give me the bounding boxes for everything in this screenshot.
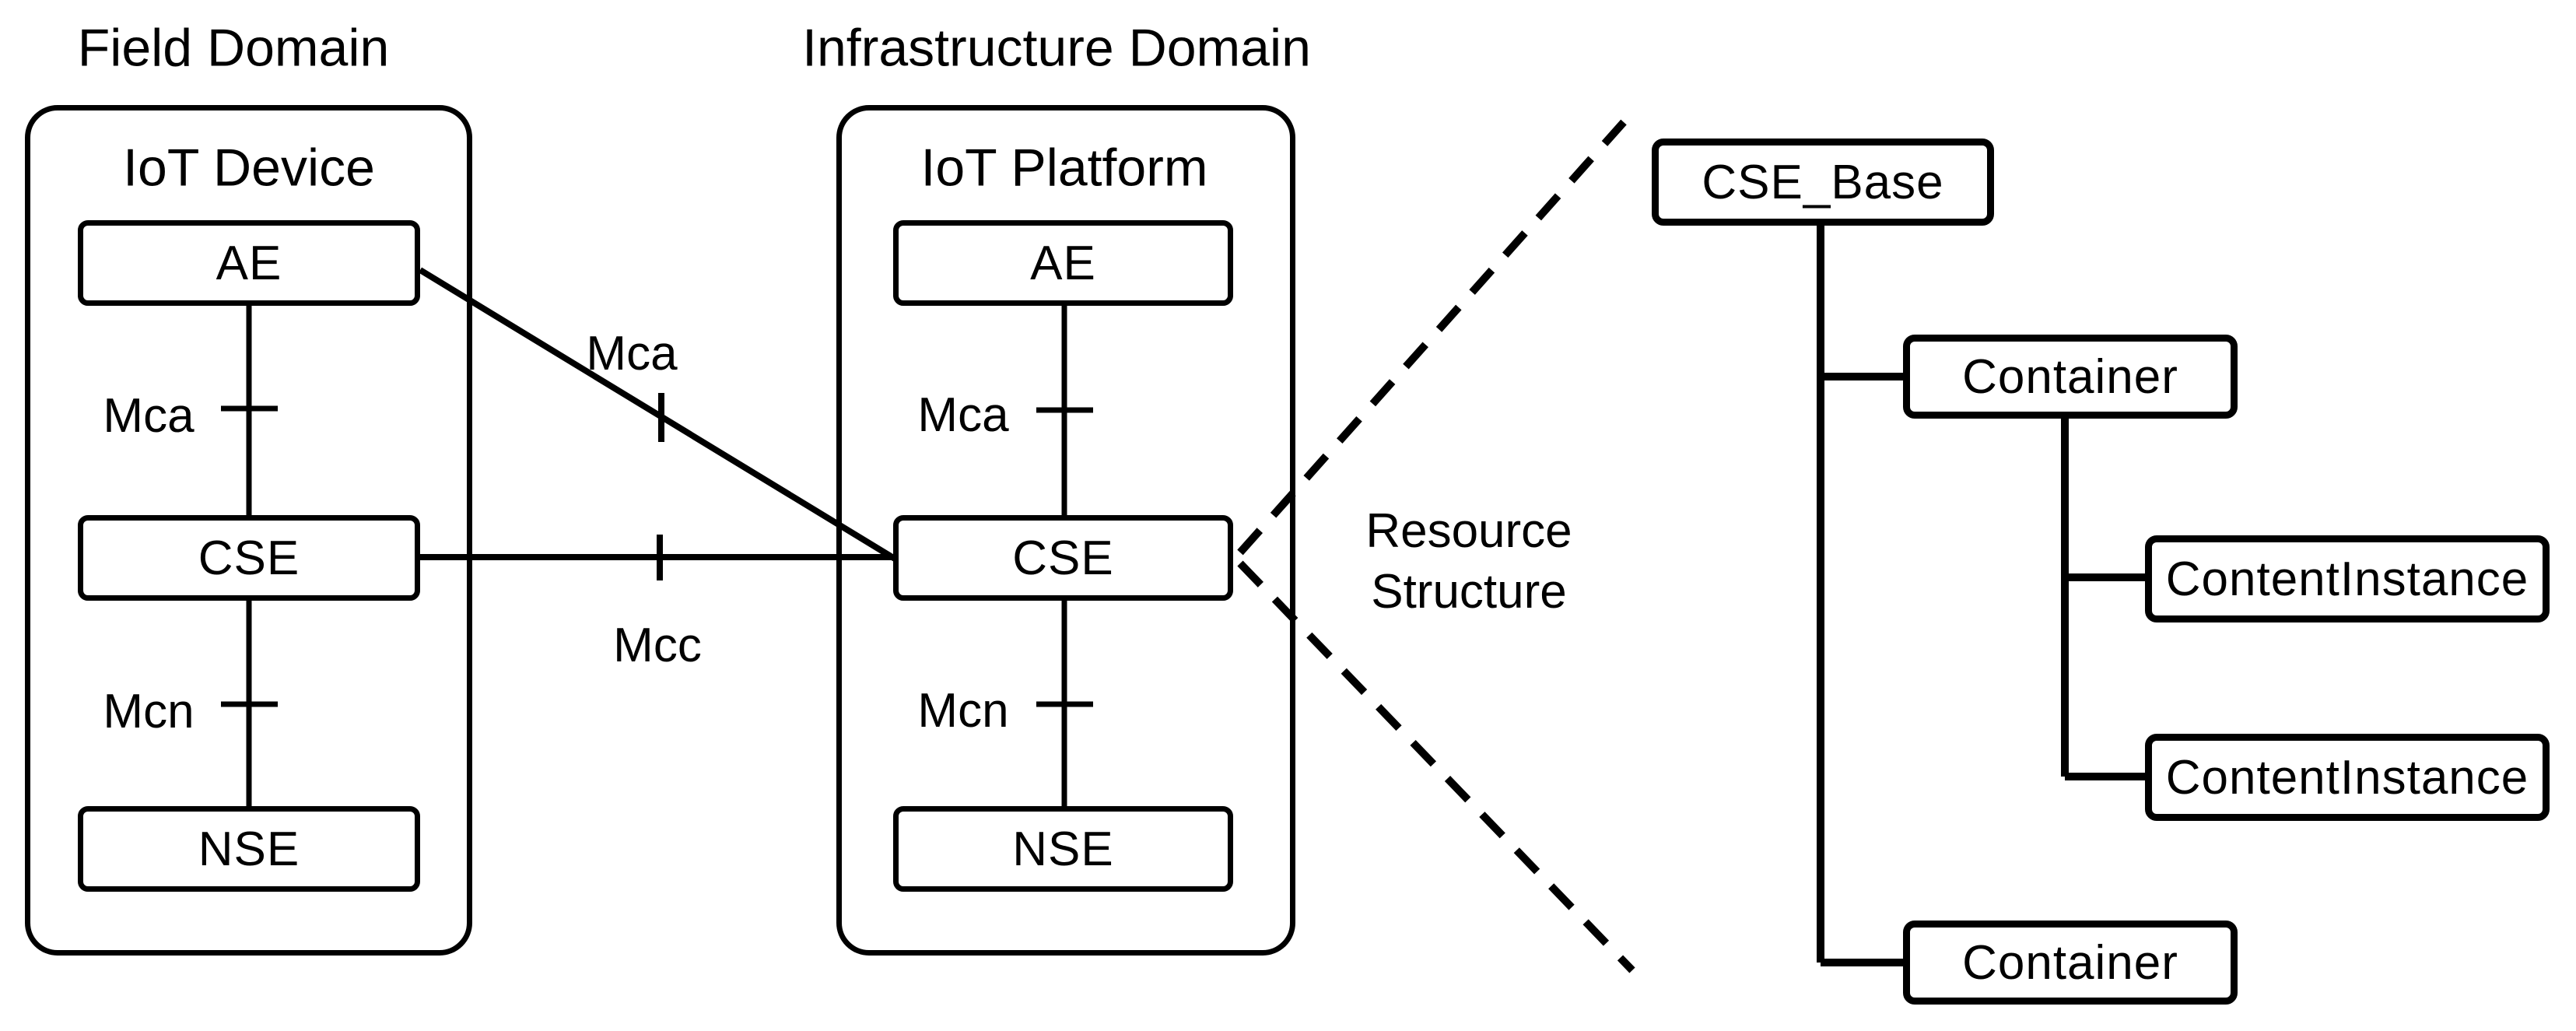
contentinstance-2-box: ContentInstance	[2145, 734, 2550, 821]
infra-cse-label: CSE	[1012, 531, 1114, 585]
field-domain-title: Field Domain	[77, 18, 390, 78]
container-bottom-label: Container	[1962, 935, 2178, 990]
mca-diagonal-link	[418, 267, 897, 562]
container-top-box: Container	[1903, 335, 2238, 419]
container-top-label: Container	[1962, 349, 2178, 404]
infra-ae-box: AE	[893, 220, 1233, 306]
resource-dash-lower	[1237, 560, 1635, 973]
contentinstance-1-box: ContentInstance	[2145, 535, 2550, 622]
infra-ae-label: AE	[1030, 236, 1096, 290]
infra-cse-box: CSE	[893, 515, 1233, 601]
iot-device-label: IoT Device	[123, 138, 375, 198]
infra-nse-box: NSE	[893, 806, 1233, 892]
field-nse-label: NSE	[198, 822, 300, 876]
mca-diagonal-label: Mca	[586, 326, 678, 380]
mcc-label: Mcc	[613, 618, 702, 672]
infra-mcn-label: Mcn	[917, 683, 1009, 738]
resource-structure-line2: Structure	[1371, 565, 1567, 619]
cse-base-box: CSE_Base	[1652, 139, 1994, 226]
resource-structure-label: Resource Structure	[1365, 501, 1572, 622]
contentinstance-1-label: ContentInstance	[2165, 552, 2529, 606]
field-mcn-label: Mcn	[103, 684, 195, 738]
field-cse-label: CSE	[198, 531, 300, 585]
resource-dash-upper	[1237, 119, 1627, 556]
infra-mca-label: Mca	[917, 388, 1009, 442]
container-bottom-box: Container	[1903, 921, 2238, 1005]
contentinstance-2-label: ContentInstance	[2165, 750, 2529, 805]
infra-nse-label: NSE	[1012, 822, 1114, 876]
field-mca-label: Mca	[103, 388, 195, 443]
resource-structure-line1: Resource	[1365, 504, 1572, 558]
infrastructure-domain-rect	[836, 105, 1295, 956]
cse-base-label: CSE_Base	[1702, 155, 1944, 209]
field-ae-box: AE	[78, 220, 420, 306]
field-nse-box: NSE	[78, 806, 420, 892]
iot-platform-label: IoT Platform	[920, 138, 1208, 198]
field-ae-label: AE	[216, 236, 282, 290]
field-domain-rect	[25, 105, 472, 956]
infrastructure-domain-title: Infrastructure Domain	[802, 18, 1311, 78]
field-cse-box: CSE	[78, 515, 420, 601]
